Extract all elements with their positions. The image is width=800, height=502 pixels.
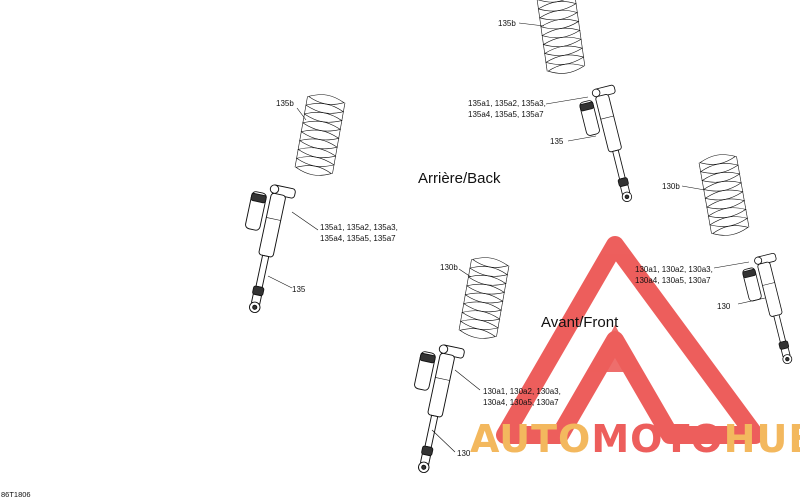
label-kit-130a-right-2: 130a4, 130a5, 130a7: [635, 276, 711, 285]
spring-135b-top: [535, 0, 587, 77]
label-kit-130a-bottom-2: 130a4, 130a5, 130a7: [483, 398, 559, 407]
label-spring-135b-left: 135b: [276, 99, 294, 108]
watermark-moto: MOTO: [591, 417, 723, 461]
label-spring-130b-right: 130b: [662, 182, 680, 191]
spring-130b-center: [456, 254, 512, 342]
spring-130b-right: [696, 151, 752, 239]
label-shock-135-right: 135: [550, 137, 564, 146]
svg-text:AUTOMOTOHUB: AUTOMOTOHUB: [470, 417, 800, 461]
label-kit-130a-bottom-1: 130a1, 130a2, 130a3,: [483, 387, 561, 396]
label-spring-135b-top: 135b: [498, 19, 516, 28]
label-kit-135a-right-1: 135a1, 135a2, 135a3,: [468, 99, 546, 108]
label-shock-130-bottom: 130: [457, 449, 471, 458]
shock-135-back-left: [227, 180, 297, 317]
label-kit-130a-right-1: 130a1, 130a2, 130a3,: [635, 265, 713, 274]
section-title-back: Arrière/Back: [418, 170, 501, 187]
shock-130-front-bottom: [396, 340, 466, 477]
watermark-hub: HUB: [724, 417, 800, 461]
leader-lines: [267, 22, 766, 453]
label-kit-135a-left-2: 135a4, 135a5, 135a7: [320, 234, 396, 243]
section-title-front: Avant/Front: [541, 314, 619, 331]
label-spring-130b-center: 130b: [440, 263, 458, 272]
watermark-auto: AUTO: [470, 417, 591, 461]
label-kit-135a-right-2: 135a4, 135a5, 135a7: [468, 110, 544, 119]
label-shock-130-right: 130: [717, 302, 731, 311]
drawing-reference: 86T1806: [1, 490, 31, 499]
shock-130-front-right: [739, 252, 800, 370]
label-shock-135-left: 135: [292, 285, 306, 294]
watermark-logo: AUTOMOTOHUB: [470, 236, 800, 461]
spring-135b-left: [292, 91, 348, 179]
shock-135-back-right: [576, 84, 643, 208]
label-kit-135a-left-1: 135a1, 135a2, 135a3,: [320, 223, 398, 232]
